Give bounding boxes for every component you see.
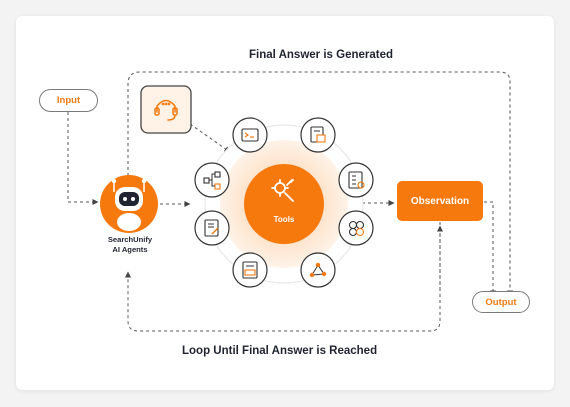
final-answer-title: Final Answer is Generated [249, 49, 394, 61]
tool-icon-node-graph [194, 162, 230, 198]
ai-agent-robot [100, 175, 158, 233]
tool-icon-terminal [232, 117, 268, 153]
observation-node: Observation [397, 181, 483, 221]
loop-label: Loop Until Final Answer is Reached [182, 345, 378, 357]
input-node: Input [39, 89, 98, 112]
tool-icon-document-image [300, 117, 336, 153]
output-node: Output [472, 291, 530, 313]
tools-hub-core [244, 164, 324, 244]
chat-to-tools-arrow [189, 123, 231, 153]
chat-support-box [140, 85, 192, 134]
tool-icon-checklist [338, 162, 374, 198]
tools-label: Tools [273, 215, 295, 224]
bottom-loop-line [125, 222, 441, 332]
wrench-gear-icon [271, 179, 294, 202]
agent-label-line2: AI Agents [112, 244, 148, 254]
agent-label: SearchUnify AI Agents [92, 235, 168, 254]
headset-chat-icon [154, 99, 178, 121]
input-to-agent-arrow [67, 112, 99, 205]
tool-icon-document-edit [194, 210, 230, 246]
top-loop-line [127, 71, 513, 297]
tool-icon-collaboration [338, 210, 374, 246]
tool-icon-database [232, 252, 268, 288]
observation-to-output-arrow [484, 201, 496, 297]
agent-label-line1: SearchUnify [107, 235, 153, 244]
tool-icon-network [300, 252, 336, 288]
